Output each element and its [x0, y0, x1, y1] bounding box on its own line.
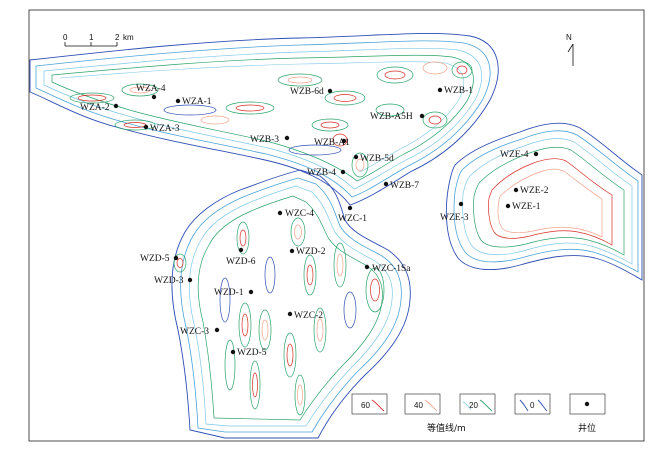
well-dot — [175, 98, 181, 104]
well-dot — [533, 151, 539, 157]
scale-tick-1: 1 — [89, 33, 94, 42]
well-dot — [327, 88, 333, 94]
legend-item-40: 40 — [404, 393, 441, 415]
channel-cd — [171, 169, 411, 439]
well-dot — [214, 327, 220, 333]
well-label: WZD-3 — [154, 276, 184, 286]
well-dot — [248, 289, 254, 295]
scale-bar: 0 1 2 km — [63, 33, 134, 47]
well-dot — [238, 247, 244, 253]
well-label: WZB-7 — [390, 181, 419, 191]
legend-label: 60 — [361, 401, 370, 410]
well-markers: WZA-4 WZA-1 WZA-2 WZA-3 WZB-6d WZB-1 WZB… — [80, 84, 549, 358]
scale-tick-0: 0 — [63, 33, 68, 42]
well-label: WZC-2 — [294, 311, 323, 321]
well-label: WZA-1 — [182, 97, 212, 107]
well-dot — [289, 248, 295, 254]
legend-item-0: 0 — [514, 393, 551, 415]
well-label: WZA-2 — [80, 103, 110, 113]
well-label: WZD-6 — [226, 257, 256, 267]
well-label: WZD-2 — [296, 247, 326, 257]
well-dot — [340, 169, 346, 175]
well-dot — [505, 203, 511, 209]
legend-item-60: 60 — [351, 393, 388, 415]
well-label: WZE-2 — [520, 186, 549, 196]
map-frame — [28, 9, 645, 442]
well-label: WZB-4 — [307, 168, 336, 178]
well-dot — [383, 181, 389, 187]
well-dot — [113, 103, 119, 109]
well-dot — [364, 264, 370, 270]
well-dot — [143, 124, 149, 130]
channel-e — [445, 122, 643, 281]
legend-well-title: 井位 — [578, 422, 596, 434]
north-arrow: N — [566, 33, 574, 66]
well-label: WZA-3 — [150, 124, 180, 134]
legend-label: 40 — [414, 401, 423, 410]
well-label: WZB-A1 — [314, 138, 350, 148]
well-dot — [284, 135, 290, 141]
well-label: WZC-4 — [285, 209, 314, 219]
well-dot — [277, 210, 283, 216]
well-label: WZE-1 — [512, 202, 541, 212]
well-label: WZC-3 — [180, 327, 209, 337]
well-label: WZB-5d — [360, 154, 394, 164]
well-dot — [230, 349, 236, 355]
legend-label: 0 — [530, 401, 535, 410]
well-dot — [437, 87, 443, 93]
well-label: WZD-1 — [214, 288, 244, 298]
legend-item-20: 20 — [459, 393, 496, 415]
well-dot — [187, 277, 193, 283]
well-dot — [151, 94, 157, 100]
scale-unit: km — [123, 33, 134, 42]
legend-item-well — [569, 393, 606, 415]
channel-ab — [29, 32, 499, 206]
lenses-cd — [173, 217, 385, 416]
north-label: N — [566, 33, 572, 42]
well-label: WZB-1 — [444, 86, 473, 96]
well-label: WZB-3 — [250, 135, 279, 145]
well-dot — [341, 138, 347, 144]
well-label: WZD-5 — [140, 254, 170, 264]
legend-contour-title: 等值线/m — [427, 422, 466, 434]
well-label: WZA-4 — [136, 84, 166, 94]
well-dot — [419, 113, 425, 119]
well-label: WZC-1Sa — [372, 264, 411, 274]
well-label: WZE-4 — [500, 150, 529, 160]
well-label: WZB-6d — [290, 87, 324, 97]
scale-tick-2: 2 — [115, 33, 120, 42]
legend: 60 40 20 0 等值线/m 井位 — [351, 393, 606, 434]
well-label: WZB-A5H — [370, 112, 413, 122]
well-label: WZE-3 — [440, 213, 469, 223]
well-dot — [458, 201, 464, 207]
well-dot — [173, 255, 179, 261]
legend-label: 20 — [469, 401, 478, 410]
well-dot — [513, 187, 519, 193]
well-dot — [353, 154, 359, 160]
well-label: WZC-1 — [338, 214, 367, 224]
well-dot — [347, 205, 353, 211]
well-dot — [287, 311, 293, 317]
well-label: WZD-5 — [237, 348, 267, 358]
